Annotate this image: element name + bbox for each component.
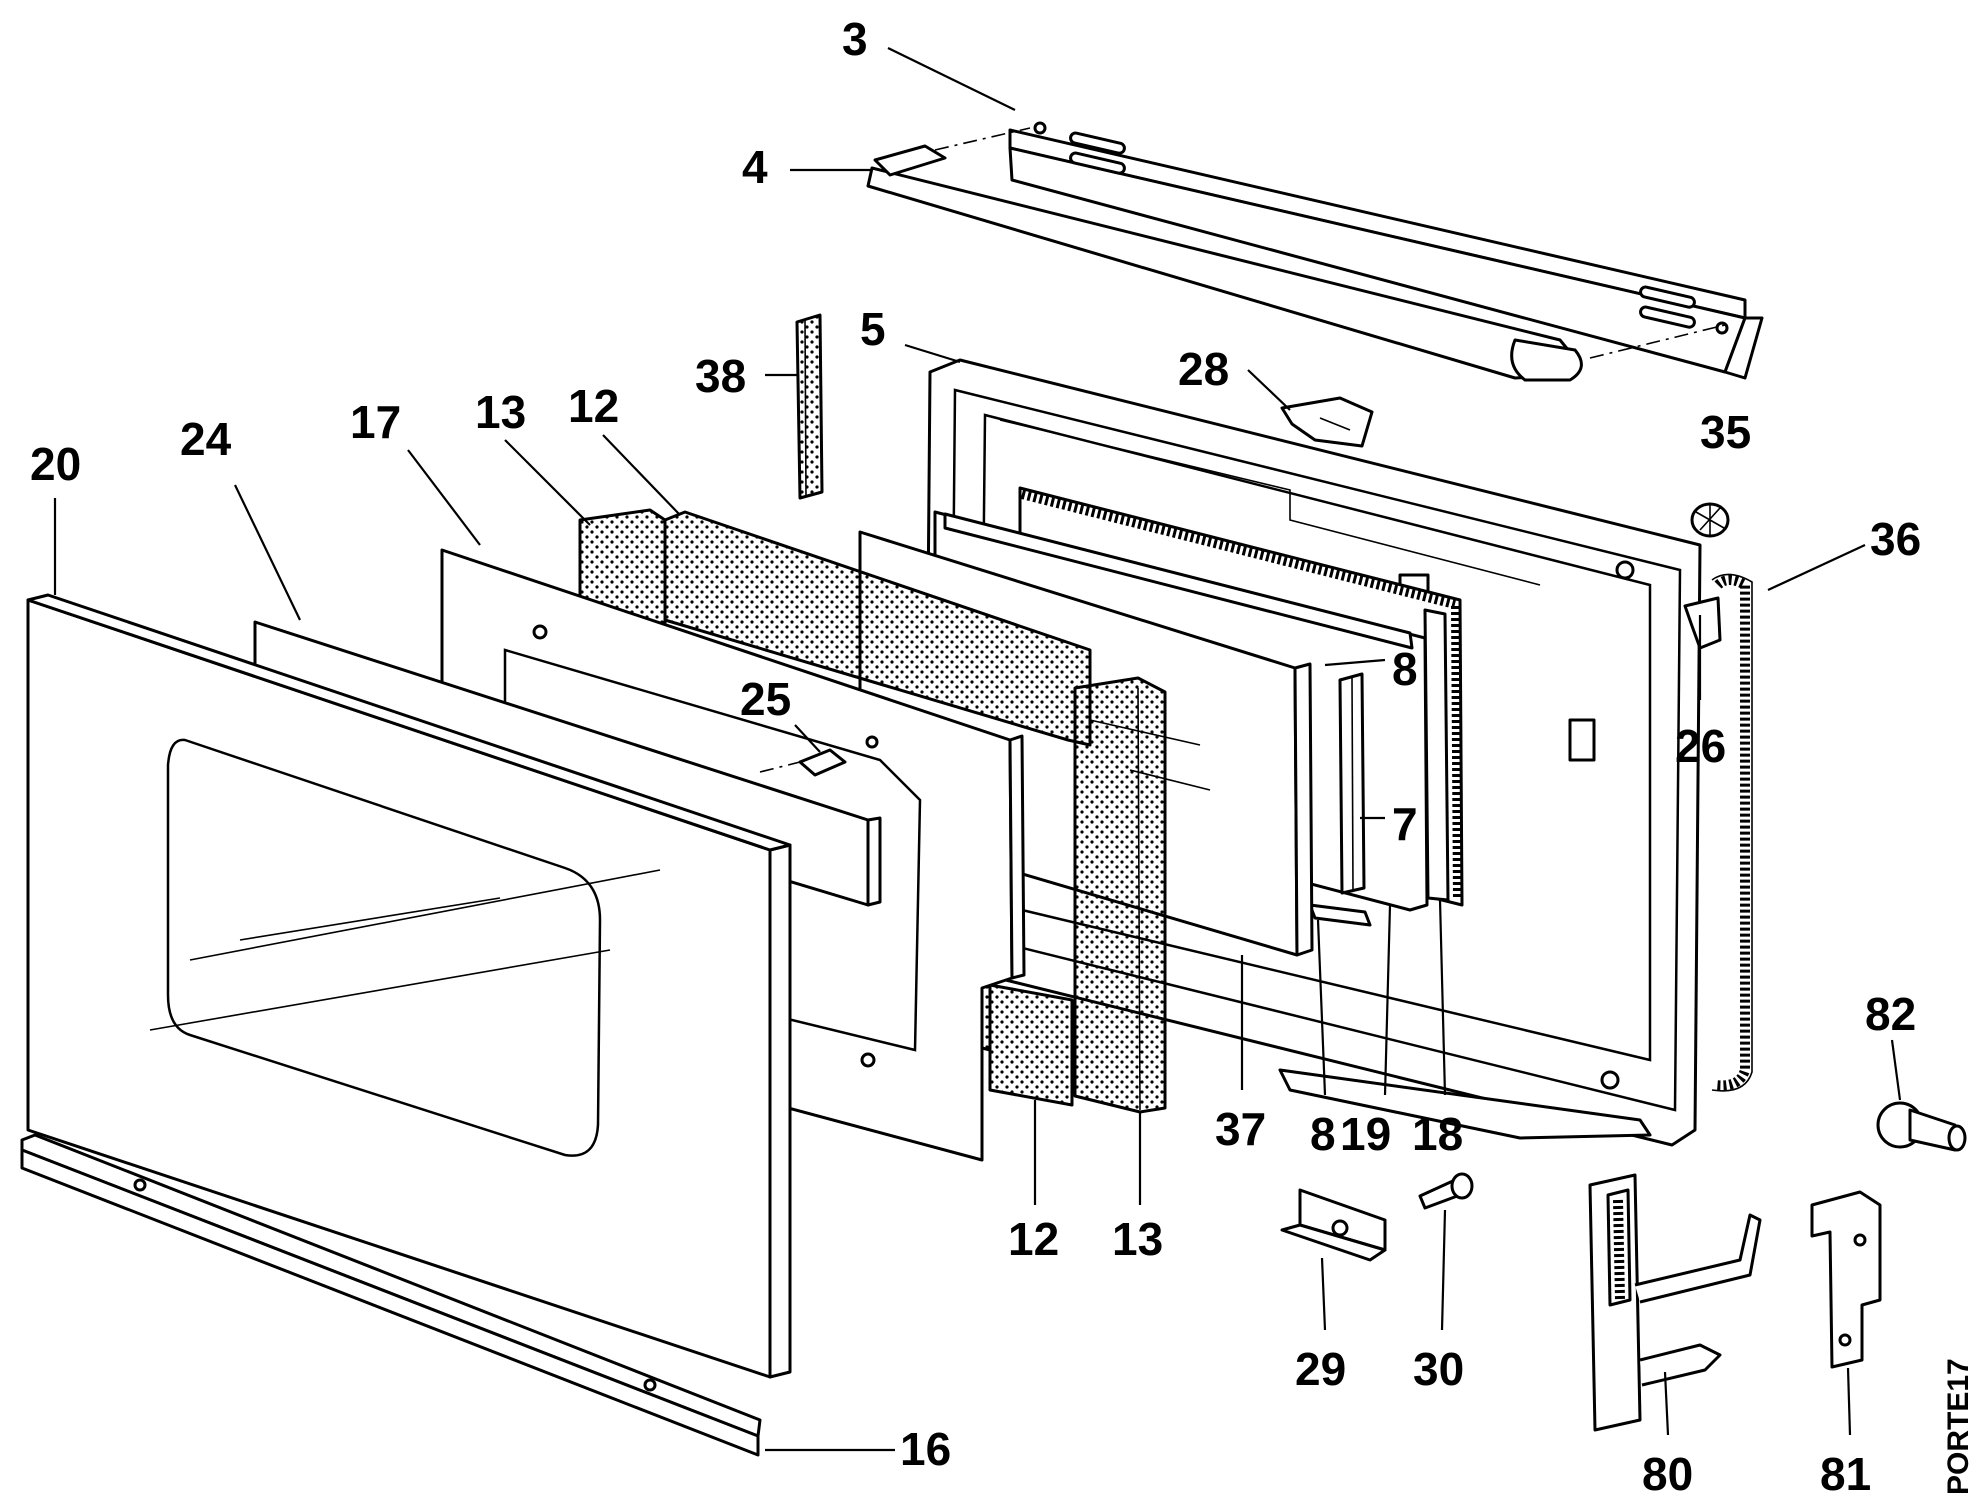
part-8-lower-strip [1308,903,1372,927]
part-30-screw [1418,1172,1474,1210]
callout-17: 17 [350,396,401,448]
callout-28: 28 [1178,343,1229,395]
part-36-gasket [1711,573,1753,1092]
part-82-bolt [1876,1101,1967,1152]
callout-37: 37 [1215,1103,1266,1155]
callout-7: 7 [1392,798,1418,850]
callout-29: 29 [1295,1343,1346,1395]
callout-80: 80 [1642,1448,1693,1500]
part-26-bracket [1683,596,1722,650]
callout-35: 35 [1700,406,1751,458]
part-28-top-clip [1280,396,1374,448]
callout-20: 20 [30,438,81,490]
callout-13-bottom: 13 [1112,1213,1163,1265]
callout-19: 19 [1340,1108,1391,1160]
part-35-clip [1690,502,1730,538]
callout-13-top: 13 [475,386,526,438]
callout-5: 5 [860,303,886,355]
callout-12-bottom: 12 [1008,1213,1059,1265]
callout-8-top: 8 [1392,643,1418,695]
callout-26: 26 [1675,720,1726,772]
part-38-seal-strip [795,313,824,500]
callout-24: 24 [180,413,232,465]
callout-12-top: 12 [568,380,619,432]
part-25-spacer [759,735,879,777]
callout-4: 4 [742,141,768,193]
part-81-hinge-bracket [1810,1190,1882,1369]
callout-82: 82 [1865,988,1916,1040]
callout-36: 36 [1870,513,1921,565]
part-20-outer-door [26,593,792,1379]
callout-25: 25 [740,673,791,725]
part-3-top-rail [1008,121,1764,380]
part-7-channel [1338,672,1366,895]
callout-81: 81 [1820,1448,1871,1500]
callout-3: 3 [842,13,868,65]
part-4-handle [866,127,1726,382]
diagram-code: PORTE17 [1942,1358,1975,1495]
callout-38: 38 [695,350,746,402]
leader-lines [53,47,1902,1452]
part-29-bracket [1280,1188,1387,1262]
callout-18: 18 [1412,1108,1463,1160]
part-16-bottom-rail [20,1133,762,1457]
callout-16: 16 [900,1423,951,1475]
part-80-hinge [1588,1173,1762,1432]
callout-30: 30 [1413,1343,1464,1395]
callout-8-bottom: 8 [1310,1108,1336,1160]
part-13-right-foam [1073,676,1167,1114]
